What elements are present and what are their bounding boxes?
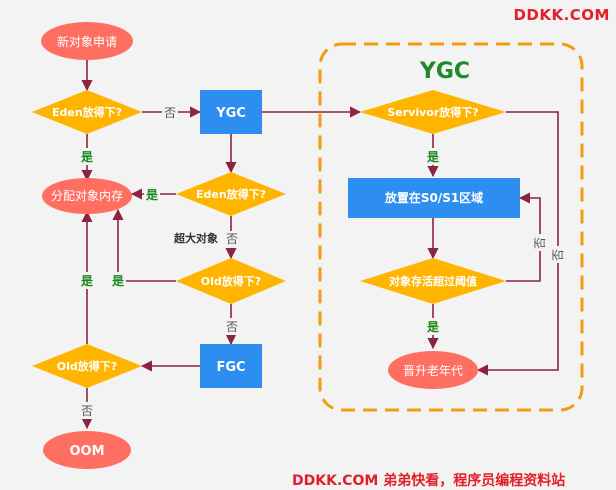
node-eden-fit-2-label: Eden放得下? [196, 187, 266, 201]
node-ygc-box: YGC [200, 90, 262, 134]
edge-survivor-to-promote [476, 111, 559, 376]
node-age-threshold: 对象存活超过阈值 [360, 258, 506, 304]
label-large-object: 超大对象 [173, 231, 218, 245]
ygc-region [318, 42, 584, 412]
node-new-object-label: 新对象申请 [57, 34, 117, 49]
node-fgc-box: FGC [200, 344, 262, 388]
node-age-threshold-label: 对象存活超过阈值 [389, 274, 477, 288]
label-survivor-no: 否 [551, 249, 565, 261]
node-oom: OOM [43, 431, 131, 469]
label-eden1-no: 否 [164, 106, 176, 120]
label-old2-no: 否 [81, 404, 93, 418]
node-allocate-label: 分配对象内存 [51, 189, 123, 203]
node-old-fit-2-label: Old放得下? [57, 359, 117, 373]
label-old1-yes: 是 [111, 274, 125, 288]
edge-old1-to-allocate [112, 208, 176, 282]
label-survivor-yes: 是 [426, 150, 440, 164]
node-promote-old: 晋升老年代 [388, 351, 478, 389]
watermark-bottom: DDKK.COM 弟弟快看，程序员编程资料站 [292, 473, 566, 489]
label-age-no: 否 [533, 237, 547, 249]
node-place-s0s1-label: 放置在S0/S1区域 [384, 190, 483, 205]
node-survivor-fit-label: Servivor放得下? [387, 105, 478, 119]
node-allocate: 分配对象内存 [42, 178, 132, 214]
label-old1-no: 否 [226, 320, 238, 334]
node-promote-old-label: 晋升老年代 [403, 364, 463, 378]
node-eden-fit-2: Eden放得下? [176, 172, 286, 216]
node-old-fit-1-label: Old放得下? [201, 274, 261, 288]
ygc-region-title: YGC [419, 59, 470, 84]
node-eden-fit-1: Eden放得下? [32, 90, 142, 134]
label-eden2-yes: 是 [145, 188, 159, 202]
node-old-fit-2: Old放得下? [32, 344, 142, 388]
label-age-yes: 是 [426, 320, 440, 334]
watermark-top: DDKK.COM [513, 6, 610, 24]
label-old2-yes: 是 [80, 274, 94, 288]
node-fgc-box-label: FGC [216, 360, 245, 375]
node-place-s0s1: 放置在S0/S1区域 [348, 178, 520, 218]
node-eden-fit-1-label: Eden放得下? [52, 105, 122, 119]
label-eden2-no: 否 [226, 232, 238, 246]
node-new-object: 新对象申请 [41, 22, 133, 60]
label-eden1-yes: 是 [80, 150, 94, 164]
node-oom-label: OOM [69, 444, 104, 459]
node-ygc-box-label: YGC [215, 106, 246, 121]
node-survivor-fit: Servivor放得下? [360, 90, 506, 134]
node-old-fit-1: Old放得下? [176, 258, 286, 304]
